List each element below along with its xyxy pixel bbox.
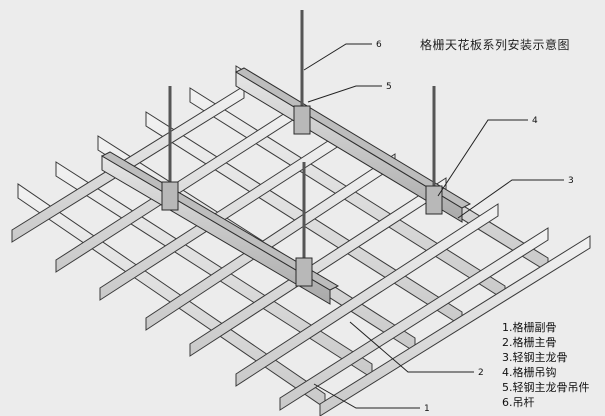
leader-line-6	[303, 43, 372, 71]
legend-item: 6.吊杆	[502, 396, 535, 409]
steel-main-channels	[100, 67, 472, 305]
callout-5: 5	[386, 82, 392, 92]
callout-3: 3	[568, 176, 574, 186]
callout-2: 2	[478, 368, 484, 378]
legend-item: 2.格栅主骨	[502, 336, 557, 349]
leader-line-5	[307, 85, 382, 103]
hanger-clip	[295, 257, 313, 287]
steel-channel-back-top	[234, 67, 472, 209]
steel-channel-front-top	[100, 151, 340, 291]
hanger-clip	[293, 105, 311, 135]
cross-slat	[145, 153, 396, 331]
legend-item: 1.格栅副骨	[502, 321, 557, 334]
leader-lines	[303, 43, 564, 409]
grid-cross-slats	[11, 85, 591, 416]
leader-line-4	[437, 119, 528, 197]
diagram-title: 格栅天花板系列安装示意图	[420, 38, 571, 52]
legend-item: 4.格栅吊钩	[502, 366, 557, 379]
leader-line-1	[313, 383, 420, 409]
legend: 1.格栅副骨 2.格栅主骨 3.轻钢主龙骨 4.格栅吊钩 5.轻钢主龙骨吊件 6…	[502, 320, 590, 410]
leader-line-2	[349, 321, 474, 373]
leader-line-3	[457, 179, 564, 219]
callout-1: 1	[424, 404, 430, 414]
cross-slat	[235, 203, 499, 387]
legend-item: 5.轻钢主龙骨吊件	[502, 381, 590, 394]
hanger-rods	[168, 10, 436, 262]
cross-slat	[319, 235, 591, 416]
callout-4: 4	[532, 116, 538, 126]
hanger-clips	[161, 105, 443, 287]
callout-6: 6	[376, 40, 382, 50]
main-slat	[55, 161, 373, 379]
hanger-clip	[161, 181, 179, 211]
cross-slat	[279, 227, 549, 411]
cross-slat	[189, 177, 447, 357]
legend-item: 3.轻钢主龙骨	[502, 351, 568, 364]
hanger-clip	[425, 185, 443, 215]
